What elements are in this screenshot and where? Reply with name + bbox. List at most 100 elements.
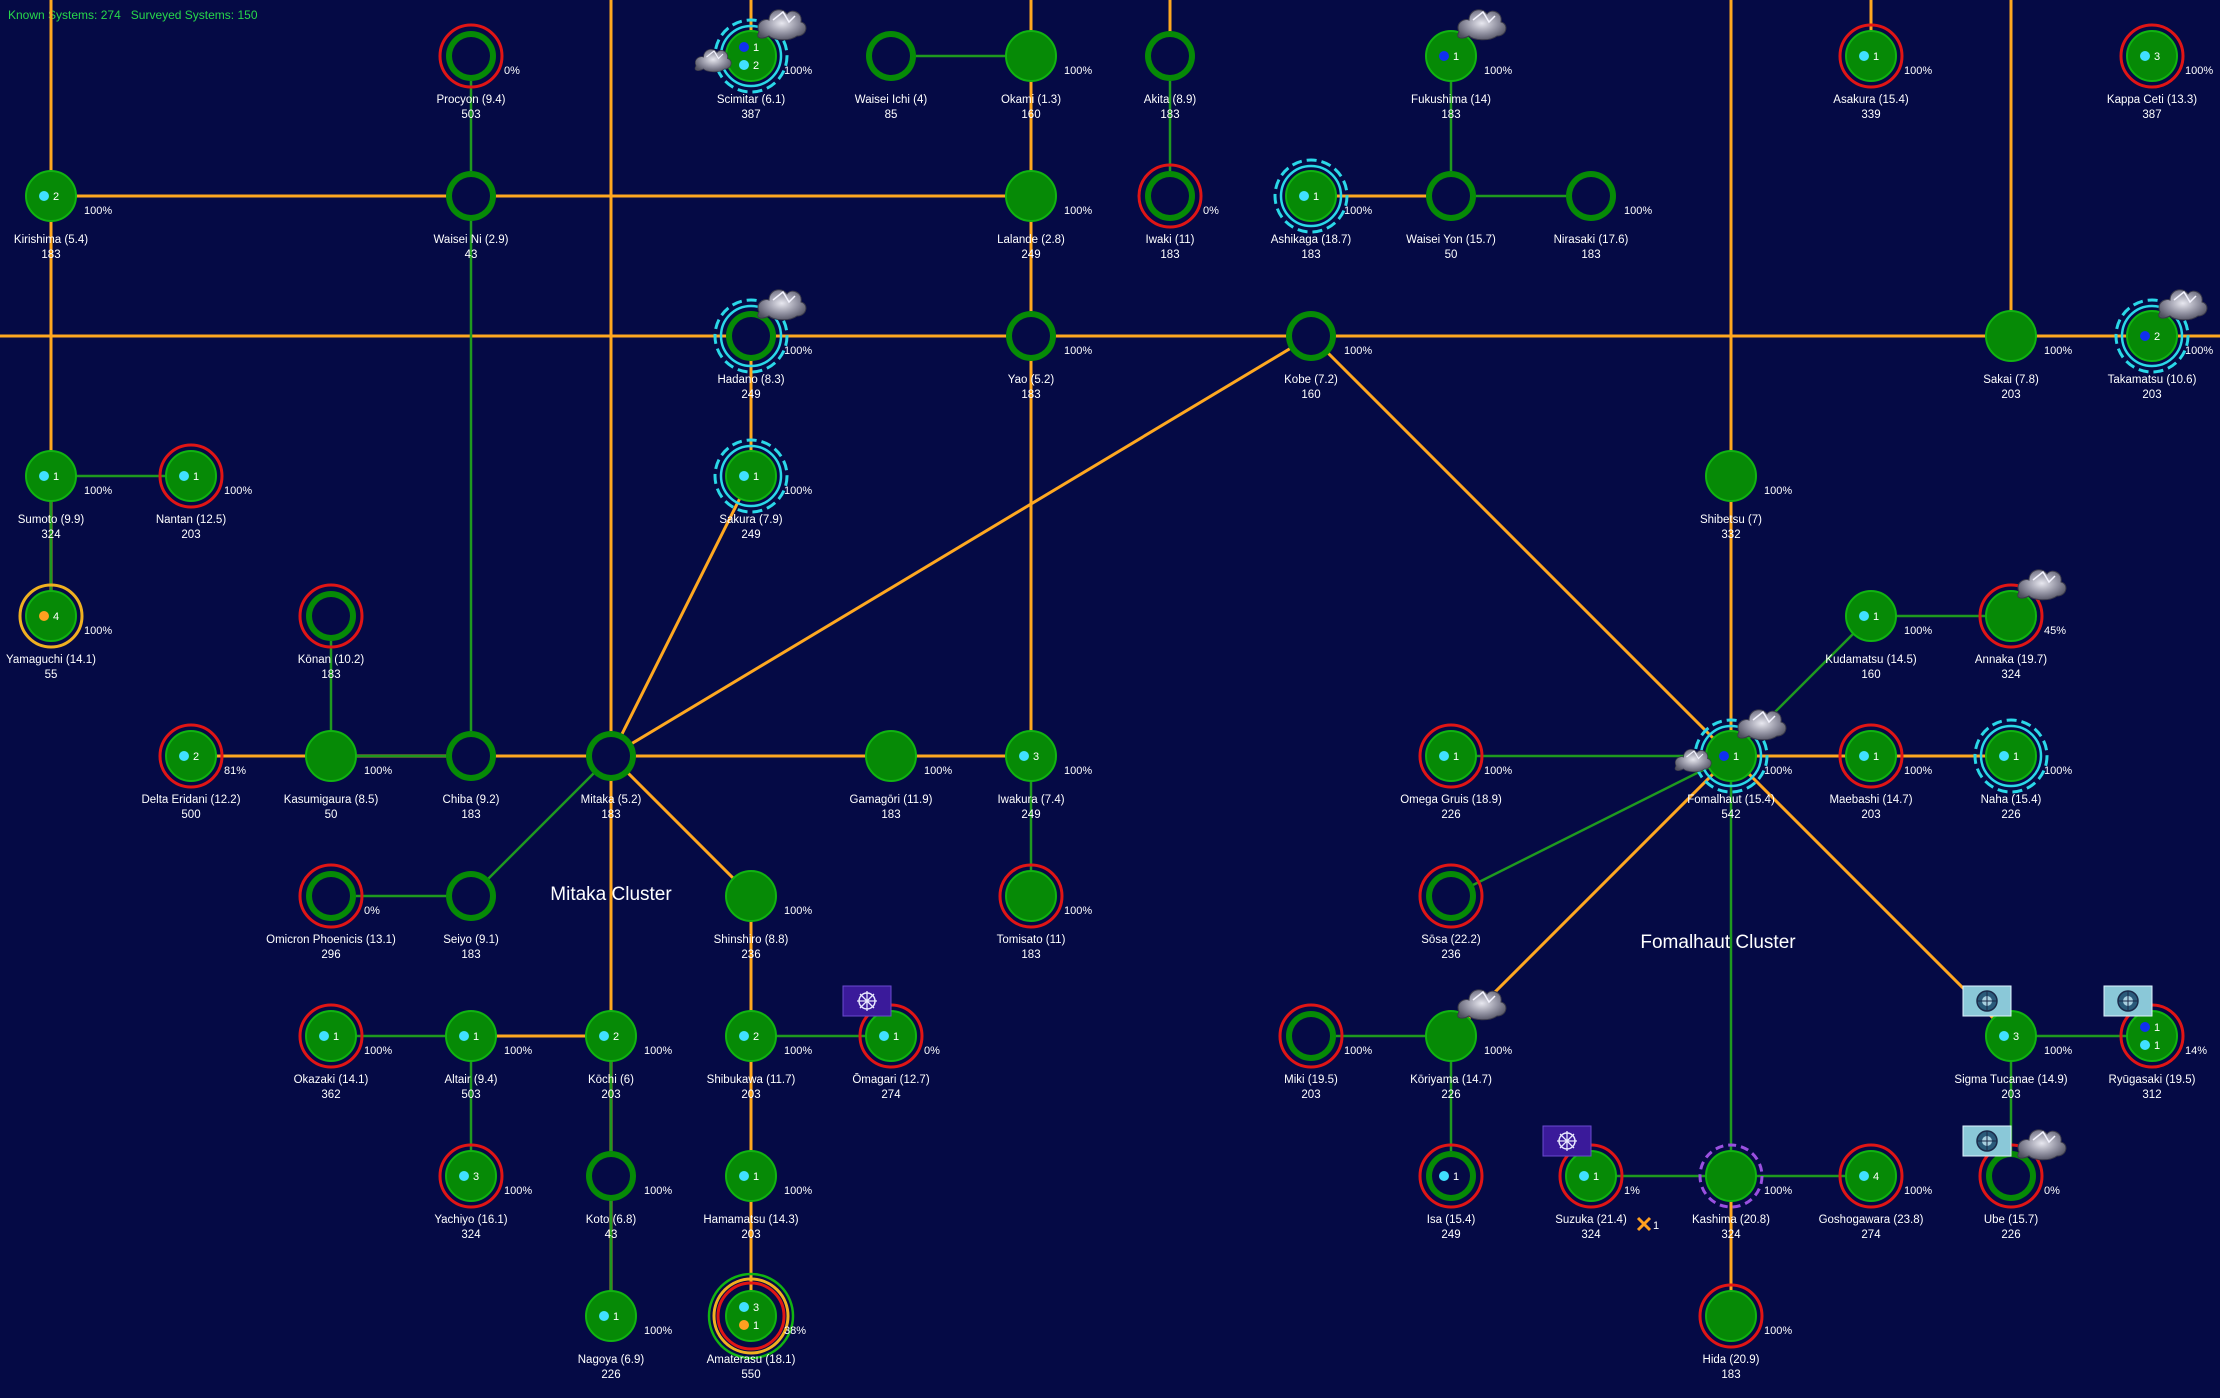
system-procyon[interactable]: 0%Procyon (9.4)503 — [436, 23, 520, 121]
system-star[interactable] — [25, 450, 77, 502]
system-star[interactable] — [725, 1150, 777, 1202]
station-flag-icon[interactable] — [2103, 985, 2153, 1017]
system-seiyo[interactable]: Seiyo (9.1)183 — [443, 871, 499, 961]
system-miki[interactable]: 100%Miki (19.5)203 — [1278, 1003, 1372, 1101]
system-yao[interactable]: 100%Yao (5.2)183 — [1006, 311, 1092, 401]
system-star[interactable] — [725, 1010, 777, 1062]
system-star[interactable] — [2126, 310, 2178, 362]
system-star[interactable] — [865, 730, 917, 782]
system-gamagori[interactable]: 100%Gamagōri (11.9)183 — [850, 730, 953, 821]
system-star[interactable] — [1985, 590, 2037, 642]
system-star[interactable] — [585, 1010, 637, 1062]
system-star[interactable] — [25, 170, 77, 222]
system-koriyama[interactable]: 100%Kōriyama (14.7)226 — [1410, 989, 1512, 1101]
system-waisei-ni[interactable]: Waisei Ni (2.9)43 — [434, 171, 509, 261]
system-mitaka[interactable]: Mitaka (5.2)183 — [581, 731, 642, 821]
fleet-flag-icon[interactable] — [842, 985, 892, 1017]
system-star[interactable] — [1425, 30, 1477, 82]
system-star[interactable] — [1425, 730, 1477, 782]
system-star[interactable] — [1985, 1010, 2037, 1062]
system-star[interactable] — [305, 1010, 357, 1062]
system-star[interactable] — [1705, 1290, 1757, 1342]
system-hida[interactable]: 100%Hida (20.9)183 — [1698, 1283, 1792, 1381]
system-kasumigaura[interactable]: 100%Kasumigaura (8.5)50 — [284, 730, 393, 821]
system-star[interactable] — [1425, 1010, 1477, 1062]
system-kobe[interactable]: 100%Kobe (7.2)160 — [1284, 311, 1372, 401]
station-flag-icon[interactable] — [1962, 1125, 2012, 1157]
system-star[interactable] — [25, 590, 77, 642]
system-delta-eridani[interactable]: 281%Delta Eridani (12.2)500 — [141, 723, 246, 821]
system-star[interactable] — [725, 1290, 777, 1342]
system-waisei-ichi[interactable]: Waisei Ichi (4)85 — [855, 31, 928, 121]
system-star[interactable] — [1845, 1150, 1897, 1202]
system-star[interactable] — [1285, 170, 1337, 222]
system-star[interactable] — [1005, 170, 1057, 222]
system-ube[interactable]: 0%Ube (15.7)226 — [1962, 1125, 2067, 1241]
system-star[interactable] — [305, 730, 357, 782]
system-shibetsu[interactable]: 100%Shibetsu (7)332 — [1700, 450, 1792, 541]
system-koto[interactable]: 100%Koto (6.8)43 — [586, 1151, 673, 1241]
system-star[interactable] — [2126, 30, 2178, 82]
system-akita[interactable]: Akita (8.9)183 — [1144, 31, 1197, 121]
system-star[interactable] — [1705, 1150, 1757, 1202]
system-annaka[interactable]: 45%Annaka (19.7)324 — [1975, 569, 2067, 681]
system-hadano[interactable]: 100%Hadano (8.3)249 — [713, 289, 812, 401]
system-star[interactable] — [165, 450, 217, 502]
system-star[interactable] — [1005, 730, 1057, 782]
system-star[interactable] — [1845, 590, 1897, 642]
system-waisei-yon[interactable]: Waisei Yon (15.7)50 — [1406, 171, 1496, 261]
system-star[interactable] — [1985, 310, 2037, 362]
system-sosa[interactable]: Sōsa (22.2)236 — [1418, 863, 1484, 961]
system-omicron-phoenicis[interactable]: 0%Omicron Phoenicis (13.1)296 — [266, 863, 396, 961]
system-iwaki[interactable]: 0%Iwaki (11)183 — [1137, 163, 1219, 261]
system-star[interactable] — [1705, 450, 1757, 502]
system-star[interactable] — [1565, 1150, 1617, 1202]
system-star[interactable] — [445, 1150, 497, 1202]
system-chiba[interactable]: Chiba (9.2)183 — [443, 731, 500, 821]
system-kashima[interactable]: 100%Kashima (20.8)324 — [1692, 1143, 1792, 1241]
station-flag-icon[interactable] — [1962, 985, 2012, 1017]
system-lalande[interactable]: 100%Lalande (2.8)249 — [997, 170, 1092, 261]
system-star[interactable] — [165, 730, 217, 782]
system-star[interactable] — [1845, 30, 1897, 82]
system-star[interactable] — [725, 450, 777, 502]
system-star[interactable] — [1705, 730, 1757, 782]
system-nirasaki[interactable]: 100%Nirasaki (17.6)183 — [1554, 171, 1653, 261]
system-shinshiro[interactable]: 100%Shinshiro (8.8)236 — [714, 870, 813, 961]
system-star[interactable] — [1005, 870, 1057, 922]
system-star[interactable] — [585, 1290, 637, 1342]
system-star[interactable] — [1845, 730, 1897, 782]
system-star[interactable] — [865, 1010, 917, 1062]
system-star[interactable] — [725, 870, 777, 922]
system-okami[interactable]: 100%Okami (1.3)160 — [1001, 30, 1092, 121]
system-star[interactable] — [1005, 30, 1057, 82]
